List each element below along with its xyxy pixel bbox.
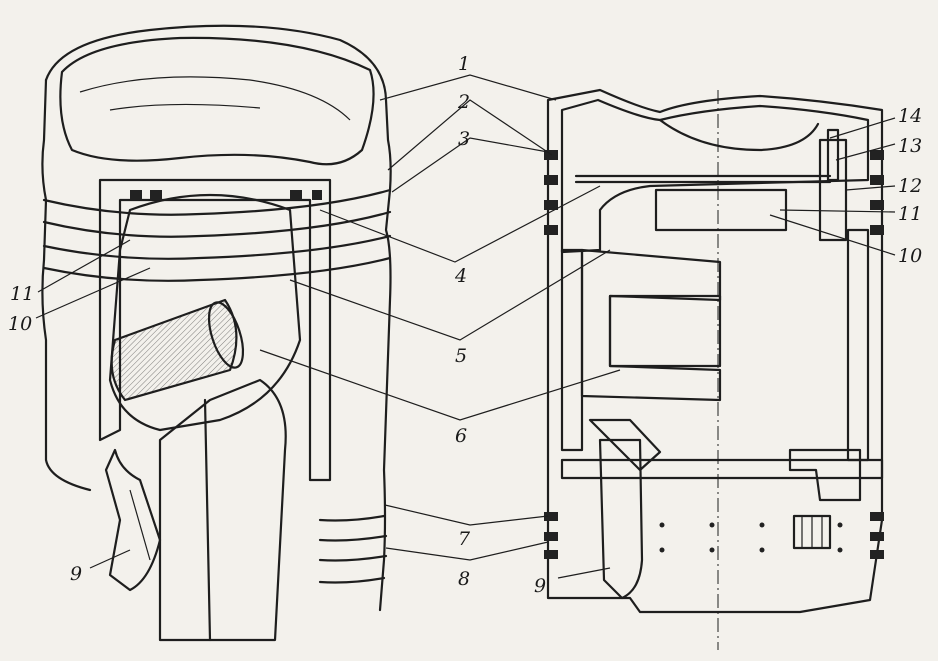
piston-crown <box>44 24 392 612</box>
callout-7: 7 <box>458 528 471 550</box>
callout-12: 12 <box>898 175 922 197</box>
pin-boss <box>108 193 302 432</box>
cutaway-view <box>41 24 392 642</box>
callout-1: 1 <box>458 53 470 75</box>
callout-2: 2 <box>457 91 470 113</box>
connecting-rod <box>158 378 287 642</box>
callout-13: 13 <box>898 135 922 157</box>
piston-pin <box>110 298 245 402</box>
leader-lines <box>35 74 896 579</box>
callout-11-right: 11 <box>898 203 922 225</box>
pin-boss-section <box>580 248 722 402</box>
callout-14: 14 <box>898 105 922 127</box>
pin-bore <box>608 294 722 368</box>
callout-3: 3 <box>458 128 470 150</box>
oil-nozzle-right <box>598 438 644 600</box>
callout-5: 5 <box>455 345 467 367</box>
section-view <box>544 88 884 650</box>
callout-4: 4 <box>454 265 467 287</box>
oil-nozzle-left <box>104 448 162 592</box>
callout-11-left: 11 <box>10 283 34 305</box>
cooling-coil <box>654 188 788 232</box>
cutaway-wall-section <box>98 178 332 482</box>
callout-10-left: 10 <box>8 313 32 335</box>
callout-8: 8 <box>458 568 470 590</box>
callout-labels: 1 2 3 4 5 6 7 8 9 9 10 10 11 11 12 13 14 <box>8 53 922 597</box>
callout-6: 6 <box>455 425 467 447</box>
callout-10-right: 10 <box>898 245 922 267</box>
bolt-holes <box>659 522 843 553</box>
crown-section <box>560 98 870 254</box>
ring-grooves-upper <box>42 188 392 282</box>
callout-9-right: 9 <box>534 575 546 597</box>
ring-grooves-lower <box>318 514 388 584</box>
callout-9-left: 9 <box>70 563 82 585</box>
piston-section-outline <box>546 88 884 614</box>
